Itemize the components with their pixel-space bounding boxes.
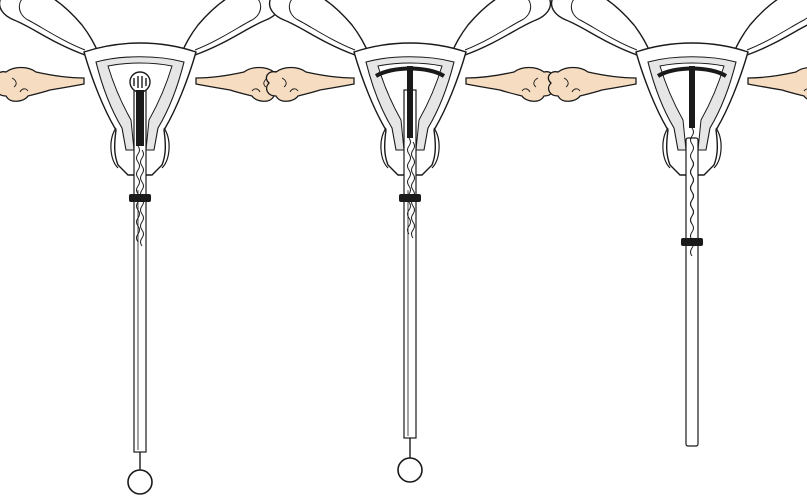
iud-device-1 xyxy=(130,72,150,92)
depth-flange-2 xyxy=(399,194,421,202)
plunger-ring-1 xyxy=(128,470,152,494)
uterus-illustration-3 xyxy=(548,0,807,175)
panel-step-1 xyxy=(0,0,284,494)
depth-flange-1 xyxy=(129,194,151,202)
panel-step-3 xyxy=(548,0,807,446)
panel-step-2 xyxy=(266,0,553,482)
depth-flange-3 xyxy=(681,238,703,246)
plunger-ring-2 xyxy=(398,458,422,482)
